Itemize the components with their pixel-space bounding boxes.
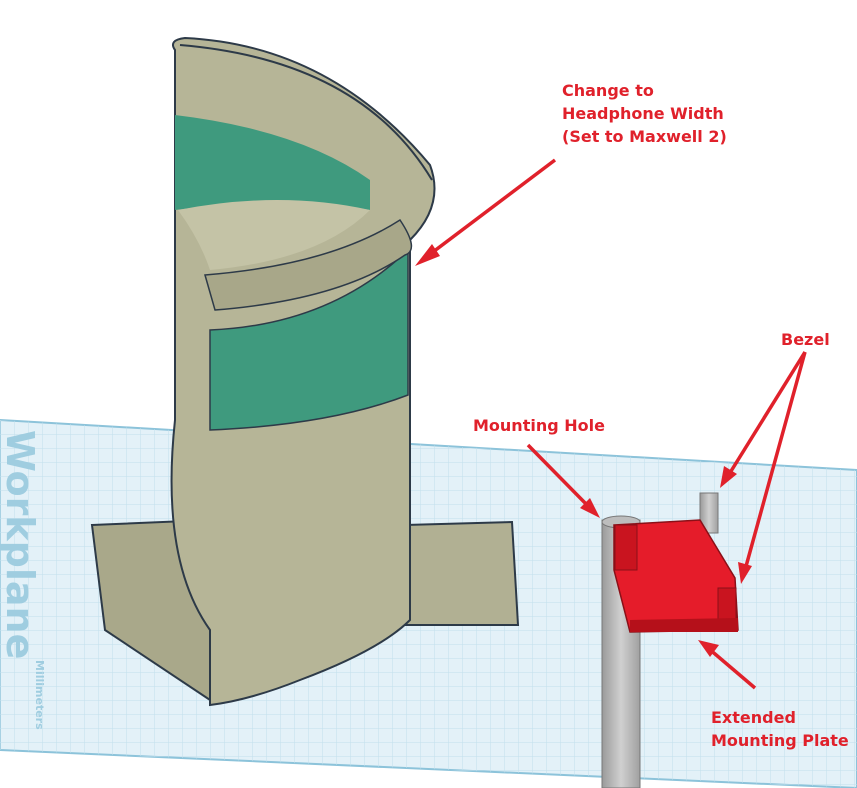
mounting-post [601, 492, 719, 788]
annotation-line: Extended [711, 708, 796, 727]
annotation-headphone-width: Change to Headphone Width (Set to Maxwel… [562, 79, 727, 148]
annotation-line: (Set to Maxwell 2) [562, 127, 727, 146]
workplane-units: Millimeters [33, 660, 46, 730]
annotation-line: Mounting Plate [711, 731, 849, 750]
mounting-plate-model[interactable] [613, 519, 739, 633]
annotation-mounting-plate: Extended Mounting Plate [705, 706, 849, 752]
annotation-line: Change to [562, 81, 654, 100]
headphone-holder-model[interactable] [90, 36, 520, 707]
annotation-mounting-hole: Mounting Hole [473, 416, 605, 435]
annotation-arrows [415, 158, 807, 690]
annotation-line: Headphone Width [562, 104, 724, 123]
workplane-title: Workplane [0, 430, 42, 660]
annotation-bezel: Bezel [781, 330, 830, 349]
